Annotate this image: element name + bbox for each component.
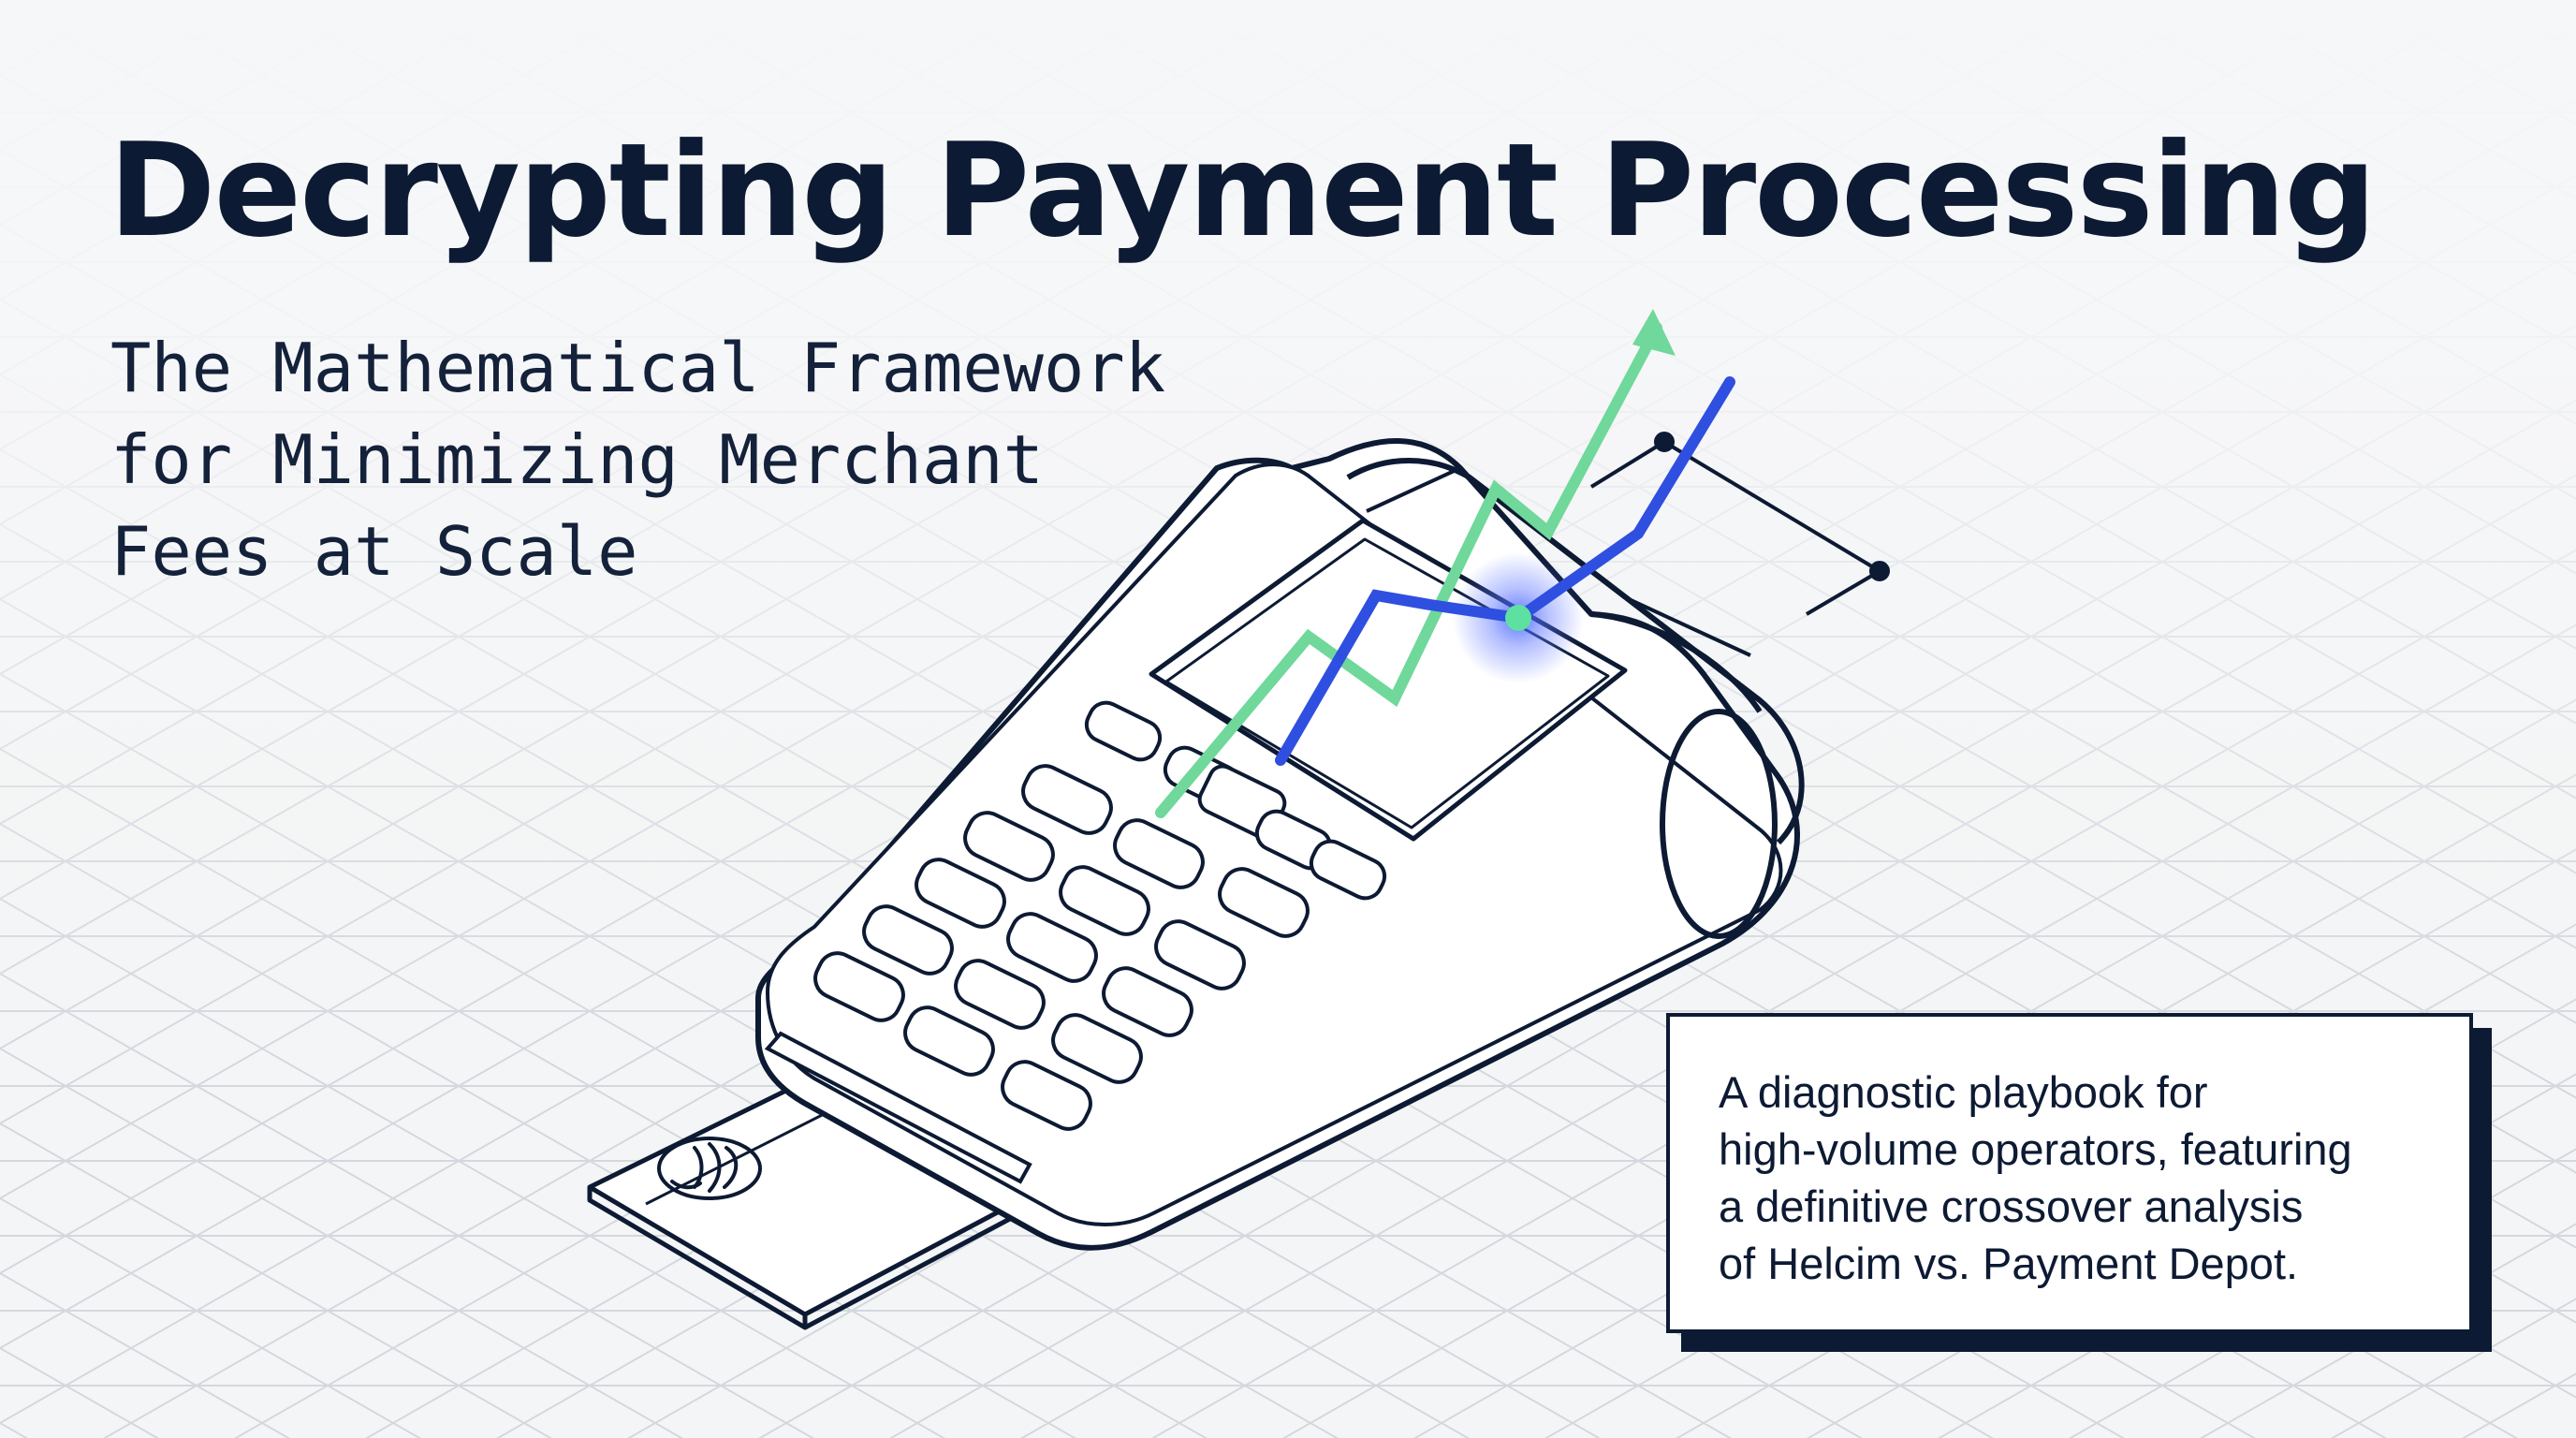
slide-title: Decrypting Payment Processing xyxy=(109,115,2377,266)
info-line: of Helcim vs. Payment Depot. xyxy=(1719,1239,2299,1288)
info-line: A diagnostic playbook for xyxy=(1719,1067,2208,1117)
terminal-keypad xyxy=(813,700,1387,1131)
info-callout-text: A diagnostic playbook for high-volume op… xyxy=(1719,1064,2451,1292)
terminal-screen xyxy=(1149,518,1628,842)
dimension-bracket xyxy=(1589,432,1890,616)
arrow-head-icon xyxy=(1632,309,1676,356)
contactless-icon xyxy=(657,1137,762,1200)
info-line: a definitive crossover analysis xyxy=(1719,1181,2304,1231)
intersection-dot xyxy=(1505,605,1531,631)
slide-subtitle: The Mathematical Framework for Minimizin… xyxy=(110,322,1327,597)
subtitle-line: for Minimizing Merchant xyxy=(110,420,1044,499)
series-line-green xyxy=(1155,322,1662,818)
info-line: high-volume operators, featuring xyxy=(1719,1124,2352,1174)
info-callout: A diagnostic playbook for high-volume op… xyxy=(1666,1013,2473,1333)
card-slot xyxy=(764,1031,1032,1184)
subtitle-line: The Mathematical Framework xyxy=(110,329,1166,407)
subtitle-line: Fees at Scale xyxy=(110,512,638,591)
series-line-blue xyxy=(1275,376,1735,766)
